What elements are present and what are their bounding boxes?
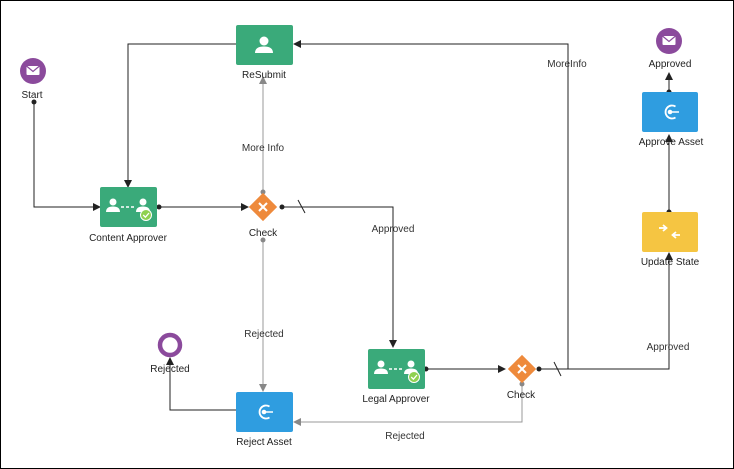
edge-resubmit-content-approver[interactable] <box>124 43 236 188</box>
edge-label-check2-moreinfo: MoreInfo <box>547 59 587 70</box>
edge-check1-legal-default-slash <box>297 199 306 214</box>
approved-end-event[interactable]: Approved <box>649 28 692 70</box>
rejected-end-event[interactable]: Rejected <box>150 332 190 375</box>
x-icon <box>258 202 268 212</box>
edge-check2-resubmit[interactable] <box>293 40 569 370</box>
envelope-icon <box>662 35 676 45</box>
arrows-icon <box>659 224 680 239</box>
service-icon <box>258 404 273 420</box>
edge-check2-resubmit-dot <box>536 366 542 372</box>
start-event-label: Start <box>21 90 42 101</box>
resubmit-task-label: ReSubmit <box>242 70 286 81</box>
approved-end-event-label: Approved <box>649 59 692 70</box>
legal-approver-task[interactable]: Legal Approver <box>362 349 430 405</box>
edge-label-check1-more-info: More Info <box>242 143 285 154</box>
user-approve-icon <box>106 198 152 221</box>
check-gateway-2[interactable]: Check <box>507 354 536 401</box>
edge-start-content-approver[interactable] <box>33 102 101 211</box>
edge-check2-reject-dot <box>519 381 525 387</box>
edges <box>31 40 673 426</box>
check-gateway-1-label: Check <box>249 228 278 239</box>
edge-check1-resubmit-dot <box>260 189 266 195</box>
x-icon <box>517 364 527 374</box>
envelope-icon <box>26 65 40 75</box>
update-state-task[interactable]: Update State <box>641 212 700 268</box>
edge-check2-reject-asset[interactable] <box>293 384 523 426</box>
legal-approver-task-label: Legal Approver <box>362 394 430 405</box>
reject-asset-task[interactable]: Reject Asset <box>236 392 293 448</box>
user-icon <box>255 36 273 53</box>
edge-label-check1-rejected: Rejected <box>244 329 283 340</box>
content-approver-task[interactable]: Content Approver <box>89 187 168 244</box>
approve-asset-task-label: Approve Asset <box>639 137 704 148</box>
reject-asset-task-label: Reject Asset <box>236 437 292 448</box>
edge-content-approver-dot <box>156 204 162 210</box>
edge-label-check2-approved: Approved <box>647 342 690 353</box>
edge-check2-update-state[interactable] <box>568 252 673 370</box>
update-state-task-label: Update State <box>641 257 700 268</box>
edge-check2-update-default-slash <box>553 361 562 377</box>
resubmit-task[interactable]: ReSubmit <box>236 25 293 81</box>
edge-check1-reject-dot <box>260 237 266 243</box>
edge-reject-asset-rejected[interactable] <box>166 357 236 411</box>
check-gateway-2-label: Check <box>507 390 536 401</box>
approve-asset-task[interactable]: Approve Asset <box>639 92 704 148</box>
check-gateway-1[interactable]: Check <box>249 192 278 239</box>
rejected-end-event-label: Rejected <box>150 364 189 375</box>
edge-check1-legal-dot <box>279 204 285 210</box>
edge-labels: More Info Approved Rejected MoreInfo Rej… <box>242 59 690 442</box>
user-approve-icon <box>374 360 420 383</box>
start-event[interactable]: Start <box>20 58 46 101</box>
service-icon <box>664 104 679 120</box>
edge-start-dot <box>31 99 37 105</box>
edge-label-check2-rejected: Rejected <box>385 431 424 442</box>
content-approver-task-label: Content Approver <box>89 233 167 244</box>
edge-label-check1-approved: Approved <box>372 224 415 235</box>
edge-check1-legal-approver[interactable] <box>282 206 397 348</box>
